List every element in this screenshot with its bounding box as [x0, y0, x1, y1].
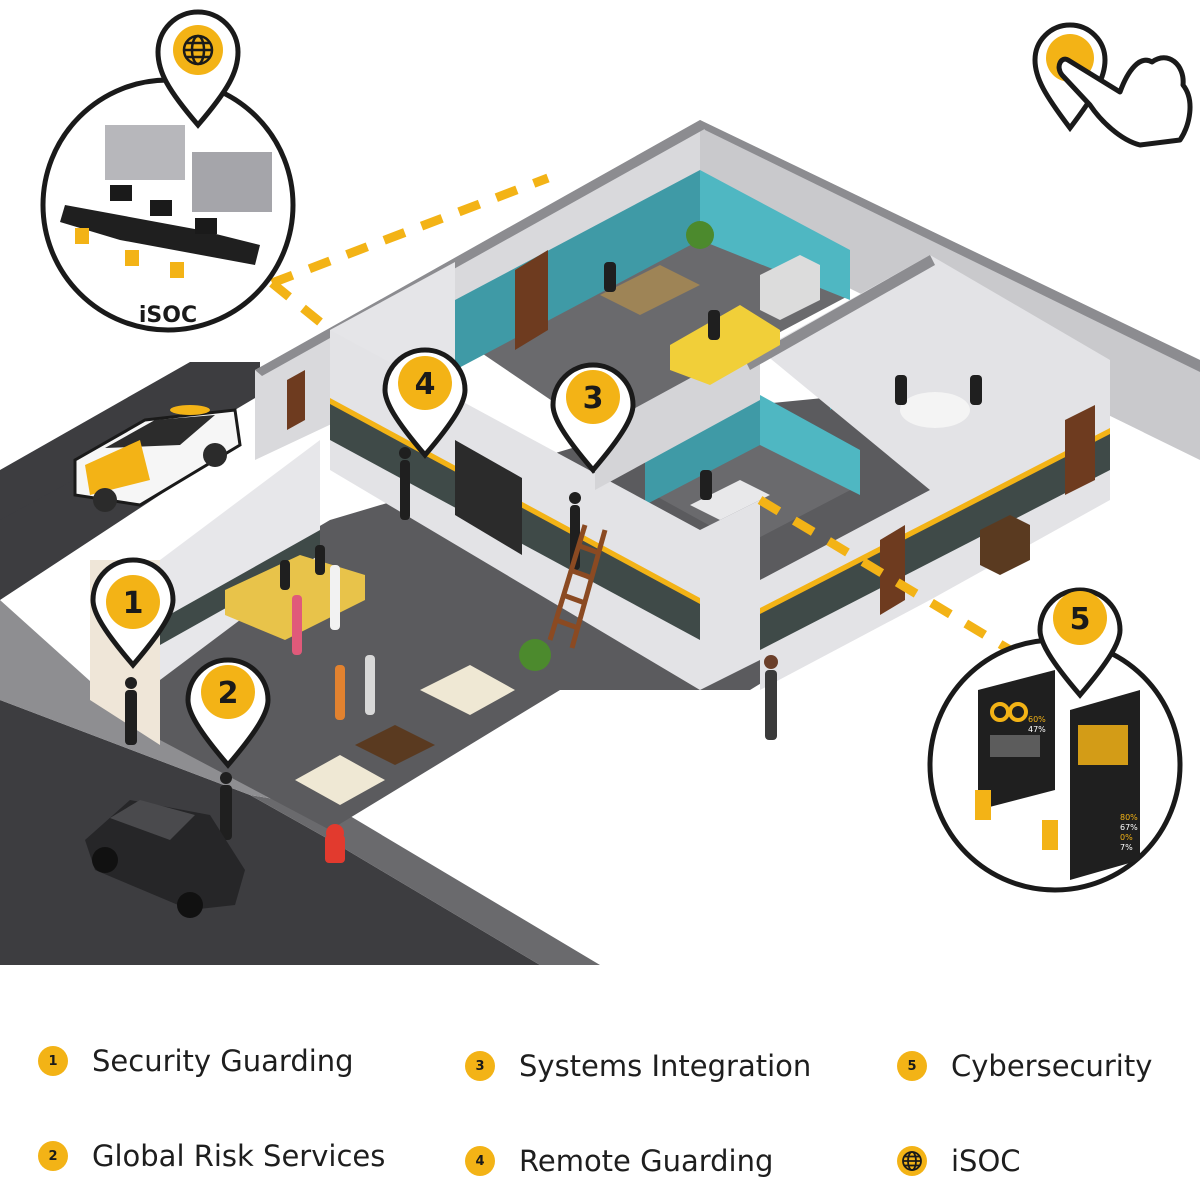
cyber-stat-1: 60% — [1028, 715, 1046, 724]
legend-badge: 3 — [465, 1051, 495, 1081]
doors — [287, 250, 1095, 615]
cyber-stat-5: 0% — [1120, 833, 1133, 842]
legend-item-global-risk-services: 2 Global Risk Services — [38, 1139, 385, 1173]
isoc-globe-pin — [155, 9, 241, 129]
legend-badge: 2 — [38, 1141, 68, 1171]
legend-label: iSOC — [951, 1144, 1021, 1178]
legend-badge: 4 — [465, 1146, 495, 1176]
pin-4-number: 4 — [415, 367, 436, 402]
pin-3: 3 — [550, 362, 636, 474]
pin-4: 4 — [382, 347, 468, 459]
cyber-stat-4: 67% — [1120, 823, 1138, 832]
legend-badge: 1 — [38, 1046, 68, 1076]
cyber-stat-2: 47% — [1028, 725, 1046, 734]
legend-item-remote-guarding: 4 Remote Guarding — [465, 1144, 773, 1178]
globe-icon — [897, 1146, 927, 1176]
cybersecurity-callout: 60% 47% 80% 67% 0% 7% — [927, 637, 1183, 893]
isoc-callout: iSOC — [40, 77, 296, 333]
pin-5-number: 5 — [1070, 602, 1091, 637]
legend-item-isoc: iSOC — [897, 1144, 1021, 1178]
legend-label: Security Guarding — [92, 1044, 354, 1078]
fire-hydrant — [325, 824, 345, 863]
legend-item-security-guarding: 1 Security Guarding — [38, 1044, 354, 1078]
cyber-stat-6: 7% — [1120, 843, 1133, 852]
dashed-connectors — [269, 173, 1013, 654]
legend-item-cybersecurity: 5 Cybersecurity — [897, 1049, 1152, 1083]
security-services-isometric-scene: iSOC 60% 47% 80% 67% 0% 7% 1 — [0, 9, 1200, 965]
pin-1-number: 1 — [123, 586, 144, 621]
legend-label: Cybersecurity — [951, 1049, 1153, 1083]
black-sedan — [85, 800, 245, 918]
legend-label: Systems Integration — [519, 1049, 812, 1083]
cyber-stat-3: 80% — [1120, 813, 1138, 822]
people — [125, 262, 982, 840]
legend-item-systems-integration: 3 Systems Integration — [465, 1049, 811, 1083]
security-car — [73, 405, 242, 512]
ladder — [547, 524, 608, 649]
legend-label: Remote Guarding — [519, 1144, 774, 1178]
isoc-callout-label: iSOC — [139, 303, 197, 328]
pin-5: 5 — [1037, 587, 1123, 699]
pin-2: 2 — [185, 657, 271, 769]
legend-badge: 5 — [897, 1051, 927, 1081]
legend-label: Global Risk Services — [92, 1139, 386, 1173]
pin-2-number: 2 — [218, 676, 239, 711]
tap-hand-icon — [1032, 22, 1193, 148]
pin-1: 1 — [90, 557, 176, 669]
globe-icon — [182, 34, 214, 66]
pin-3-number: 3 — [583, 381, 604, 416]
